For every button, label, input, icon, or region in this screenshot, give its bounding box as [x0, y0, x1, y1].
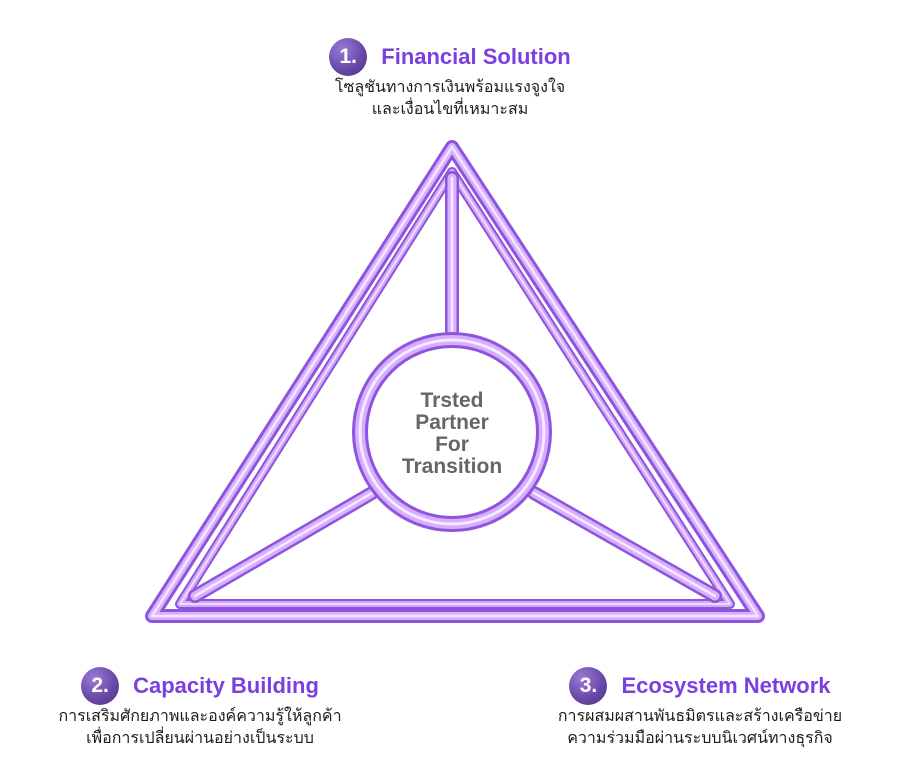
pillar-title: Capacity Building	[133, 673, 319, 698]
number-badge: 3.	[569, 667, 608, 705]
center-ring	[352, 332, 552, 532]
center-line: Trsted	[420, 389, 484, 412]
center-line: For	[435, 433, 469, 456]
number-badge: 1.	[329, 38, 368, 76]
description-line: การเสริมศักยภาพและองค์ความรู้ให้ลูกค้า	[58, 706, 342, 725]
description-line: และเงื่อนไขที่เหมาะสม	[371, 99, 529, 118]
pillar-ecosystem-network: 3. Ecosystem Network การผสมผสานพันธมิตรแ…	[515, 667, 885, 749]
pillar-financial-solution: 1. Financial Solution โซลูชันทางการเงินพ…	[250, 38, 650, 120]
description-line: โซลูชันทางการเงินพร้อมแรงจูงใจ	[334, 77, 566, 96]
pillar-description: โซลูชันทางการเงินพร้อมแรงจูงใจ และเงื่อน…	[250, 76, 650, 120]
spokes	[188, 171, 722, 603]
pillar-heading: 2. Capacity Building	[20, 667, 380, 705]
pillar-heading: 1. Financial Solution	[250, 38, 650, 76]
pillar-description: การผสมผสานพันธมิตรและสร้างเครือข่าย ความ…	[515, 705, 885, 749]
description-line: การผสมผสานพันธมิตรและสร้างเครือข่าย	[557, 706, 843, 725]
pillar-heading: 3. Ecosystem Network	[515, 667, 885, 705]
pillar-description: การเสริมศักยภาพและองค์ความรู้ให้ลูกค้า เ…	[20, 705, 380, 749]
center-line: Transition	[401, 455, 503, 478]
pillar-title: Ecosystem Network	[621, 673, 831, 698]
center-label: Trsted Partner For Transition	[352, 390, 552, 478]
number-badge: 2.	[81, 667, 120, 705]
description-line: เพื่อการเปลี่ยนผ่านอย่างเป็นระบบ	[86, 728, 314, 747]
center-line: Partner	[415, 411, 489, 434]
pillar-title: Financial Solution	[381, 44, 571, 69]
pillar-capacity-building: 2. Capacity Building การเสริมศักยภาพและอ…	[20, 667, 380, 749]
description-line: ความร่วมมือผ่านระบบนิเวศน์ทางธุรกิจ	[567, 728, 833, 747]
